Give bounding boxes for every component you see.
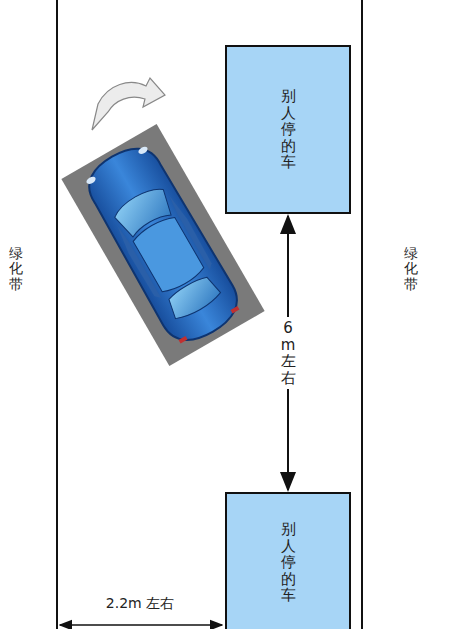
box-label: 别人停的车 (281, 521, 296, 604)
greenbelt-label: 绿化带 (404, 246, 418, 292)
distance-label: 6m 左右 (280, 317, 297, 389)
dimension-label: 2.2m 左右 (106, 595, 174, 613)
turn-arrow (92, 78, 165, 130)
dimension-arrow (60, 624, 222, 626)
curb-line (56, 0, 58, 629)
parked-car-box: 别人停的车 (225, 45, 351, 214)
box-label: 别人停的车 (281, 88, 296, 171)
parked-car-box: 别人停的车 (225, 492, 351, 629)
greenbelt-label: 绿化带 (9, 246, 23, 292)
curb-line (361, 0, 363, 629)
